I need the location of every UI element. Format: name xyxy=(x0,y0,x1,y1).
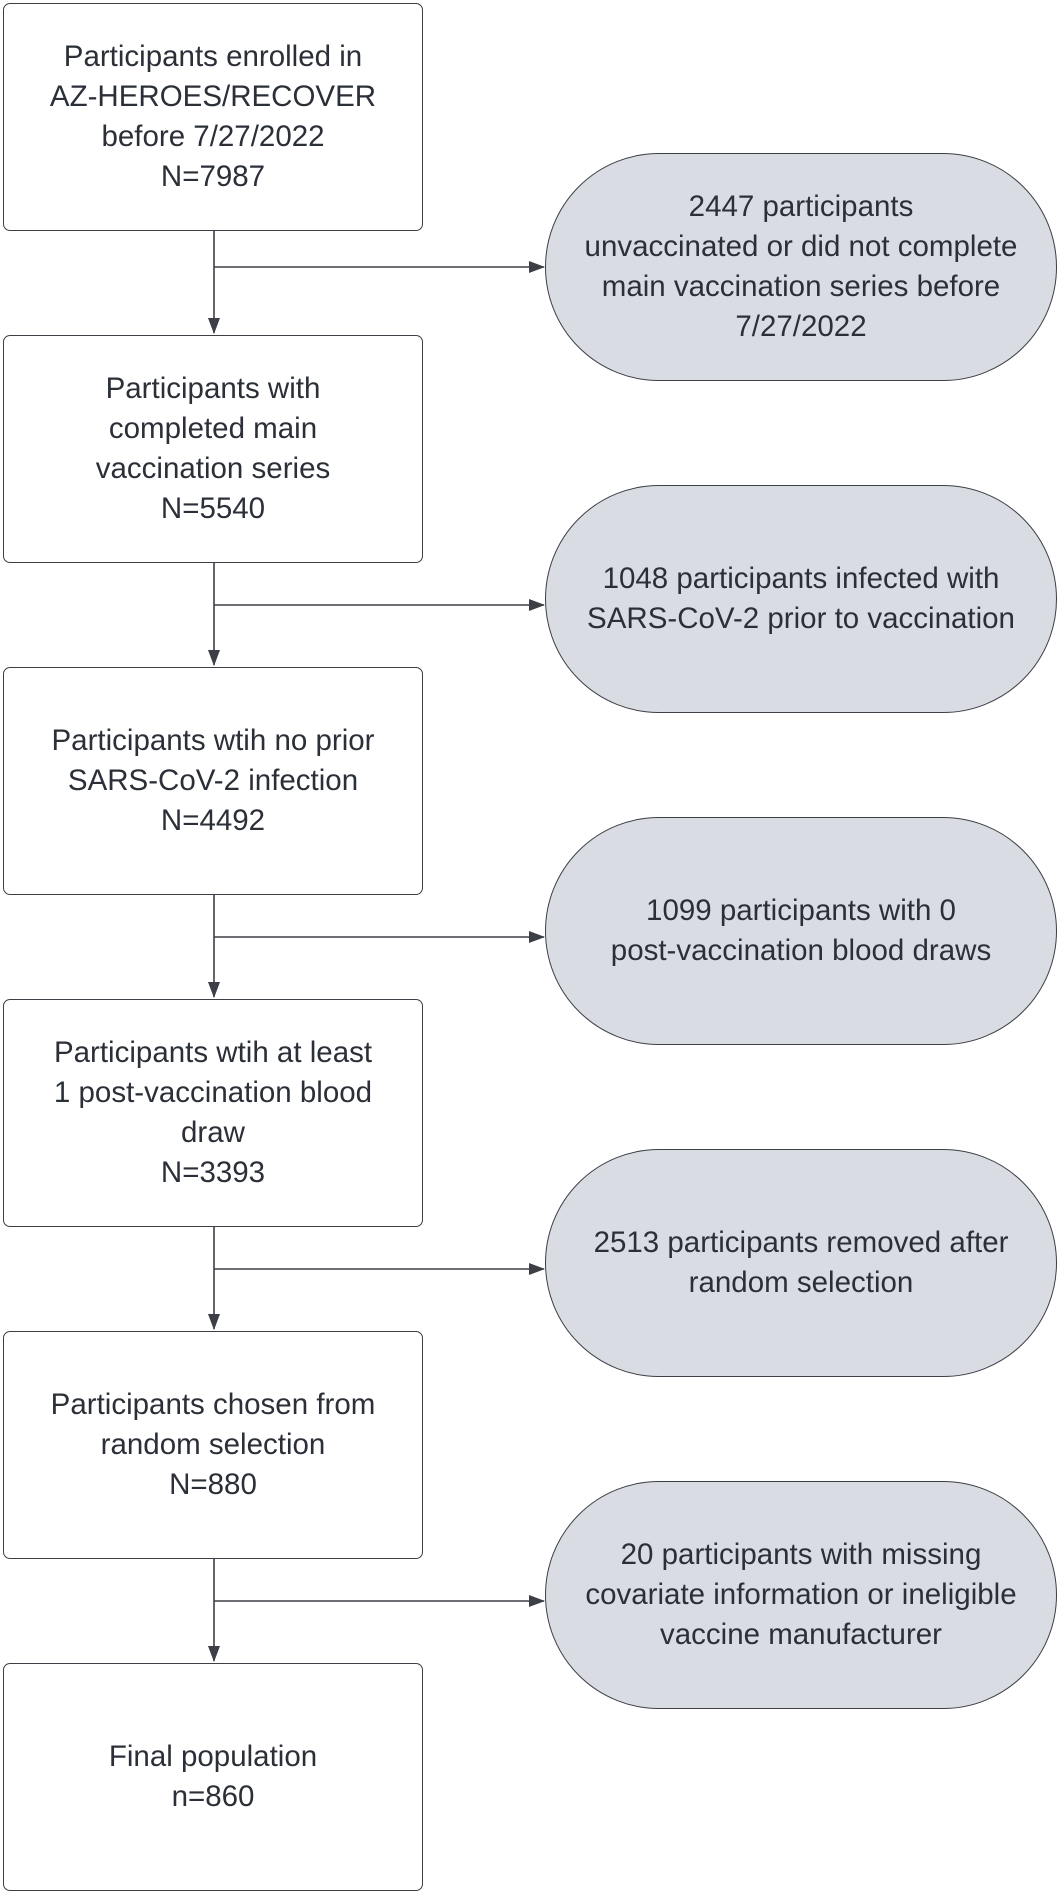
step-random-selection-box: Participants chosen from random selectio… xyxy=(3,1331,423,1559)
step-vaccinated-line-3: vaccination series xyxy=(95,452,331,485)
exclusion-random-removed-line-2: random selection xyxy=(688,1266,914,1299)
step-vaccinated-box: Participants with completed main vaccina… xyxy=(3,335,423,563)
step-vaccinated-line-1: Participants with xyxy=(105,372,321,405)
step-enrolled-line-2: AZ-HEROES/RECOVER xyxy=(49,80,377,113)
exclusion-unvaccinated-line-4: 7/27/2022 xyxy=(735,310,867,343)
exclusion-unvaccinated-line-3: main vaccination series before xyxy=(601,270,1001,303)
exclusion-no-blood-draw-pill: 1099 participants with 0 post-vaccinatio… xyxy=(545,817,1057,1045)
step-vaccinated-line-2: completed main xyxy=(108,412,318,445)
step-blood-draw-count: N=3393 xyxy=(160,1156,266,1189)
exclusion-missing-covariate-line-2: covariate information or ineligible xyxy=(585,1578,1017,1611)
step-final-population-line-1: Final population xyxy=(108,1740,318,1773)
step-random-selection-line-1: Participants chosen from xyxy=(50,1388,376,1421)
step-enrolled-line-3: before 7/27/2022 xyxy=(101,120,325,153)
step-enrolled-line-1: Participants enrolled in xyxy=(63,40,363,73)
exclusion-no-blood-draw-line-1: 1099 participants with 0 xyxy=(646,894,956,927)
step-vaccinated-count: N=5540 xyxy=(160,492,266,525)
exclusion-unvaccinated-pill: 2447 participants unvaccinated or did no… xyxy=(545,153,1057,381)
exclusion-missing-covariate-pill: 20 participants with missing covariate i… xyxy=(545,1481,1057,1709)
exclusion-random-removed-line-1: 2513 participants removed after xyxy=(593,1226,1009,1259)
step-no-prior-infection-line-2: SARS-CoV-2 infection xyxy=(67,764,359,797)
exclusion-unvaccinated-line-2: unvaccinated or did not complete xyxy=(584,230,1018,263)
exclusion-random-removed-pill: 2513 participants removed after random s… xyxy=(545,1149,1057,1377)
step-random-selection-count: N=880 xyxy=(169,1468,257,1501)
step-no-prior-infection-line-1: Participants wtih no prior xyxy=(51,724,375,757)
exclusion-no-blood-draw-line-2: post-vaccination blood draws xyxy=(610,934,992,967)
exclusion-missing-covariate-line-1: 20 participants with missing xyxy=(620,1538,982,1571)
exclusion-unvaccinated-line-1: 2447 participants xyxy=(688,190,914,223)
step-no-prior-infection-count: N=4492 xyxy=(160,804,266,837)
exclusion-prior-infection-line-1: 1048 participants infected with xyxy=(602,562,1000,595)
exclusion-prior-infection-pill: 1048 participants infected with SARS-CoV… xyxy=(545,485,1057,713)
step-blood-draw-box: Participants wtih at least 1 post-vaccin… xyxy=(3,999,423,1227)
step-blood-draw-line-1: Participants wtih at least xyxy=(53,1036,373,1069)
step-final-population-box: Final population n=860 xyxy=(3,1663,423,1891)
step-blood-draw-line-3: draw xyxy=(181,1116,245,1149)
step-blood-draw-line-2: 1 post-vaccination blood xyxy=(53,1076,373,1109)
step-random-selection-line-2: random selection xyxy=(100,1428,326,1461)
step-enrolled-box: Participants enrolled in AZ-HEROES/RECOV… xyxy=(3,3,423,231)
step-enrolled-count: N=7987 xyxy=(160,160,266,193)
step-final-population-count: n=860 xyxy=(171,1780,255,1813)
exclusion-prior-infection-line-2: SARS-CoV-2 prior to vaccination xyxy=(587,602,1015,635)
step-no-prior-infection-box: Participants wtih no prior SARS-CoV-2 in… xyxy=(3,667,423,895)
exclusion-missing-covariate-line-3: vaccine manufacturer xyxy=(659,1618,943,1651)
